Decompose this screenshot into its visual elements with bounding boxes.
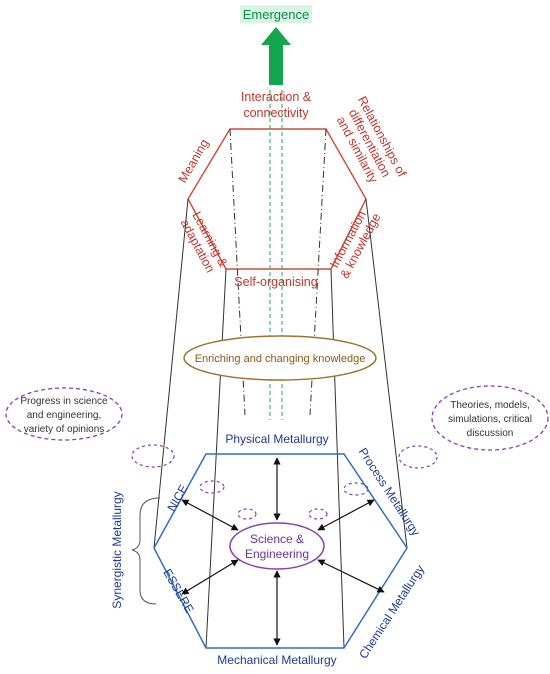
science-engineering-ellipse <box>229 522 325 570</box>
top-hexagon-inner-left <box>187 198 227 270</box>
emergence-highlight <box>240 5 312 23</box>
left-note-ellipse <box>5 387 123 441</box>
right-note-ellipse <box>431 385 549 451</box>
emergence-label: Emergence <box>243 7 309 22</box>
left-note-line-3: variety of opinions <box>24 424 105 435</box>
label-synergistic-metallurgy: Synergistic Metallurgy <box>110 491 124 608</box>
connector-outer-right <box>365 198 408 549</box>
label-interaction-2: connectivity <box>243 106 309 120</box>
label-nice: NICE <box>164 482 190 514</box>
label-enriching: Enriching and changing knowledge <box>195 353 366 365</box>
bottom-hexagon <box>153 453 408 649</box>
connector-inner-right <box>330 268 345 649</box>
label-meaning: Meaning <box>175 137 211 186</box>
arrow-lower-right <box>317 559 385 593</box>
label-science-1: Science & <box>250 532 304 546</box>
label-process-metallurgy: Process Metallurgy <box>356 445 423 538</box>
label-interaction-1: Interaction & <box>241 90 312 104</box>
connector-inner-left <box>205 268 227 649</box>
label-information: Information & knowledge <box>327 208 383 280</box>
dashed-ellipse-1 <box>131 444 175 468</box>
label-physical-metallurgy: Physical Metallurgy <box>225 432 328 446</box>
label-learning: Learning & adaptation <box>178 209 231 275</box>
label-science-2: Engineering <box>245 547 309 561</box>
dashed-ellipse-3 <box>199 480 225 494</box>
label-essere: ESSERE <box>160 566 196 615</box>
emergence-arrow <box>261 27 291 85</box>
label-relationships: Relationships of differentiation and sim… <box>334 94 409 186</box>
connector-outer-left <box>153 198 189 549</box>
dashed-ellipse-5 <box>237 508 257 520</box>
arrow-upper-left <box>181 499 239 531</box>
dashed-ellipse-6 <box>308 508 328 520</box>
side-bracket <box>131 497 161 605</box>
arrow-lower-left <box>181 559 239 595</box>
left-note-line-1: Progress in science <box>20 396 108 407</box>
left-note-line-2: and engineering, <box>27 410 102 421</box>
right-note-line-3: discussion <box>467 428 514 439</box>
arrow-upper-right <box>317 499 375 531</box>
knowledge-ellipse <box>183 335 377 381</box>
label-self-organising: Self-organising <box>234 275 317 289</box>
label-mechanical-metallurgy: Mechanical Metallurgy <box>217 653 336 667</box>
right-note-line-1: Theories, models, <box>450 400 529 411</box>
dashed-ellipse-2 <box>398 445 438 469</box>
right-note-line-2: simulations, critical <box>448 414 532 425</box>
